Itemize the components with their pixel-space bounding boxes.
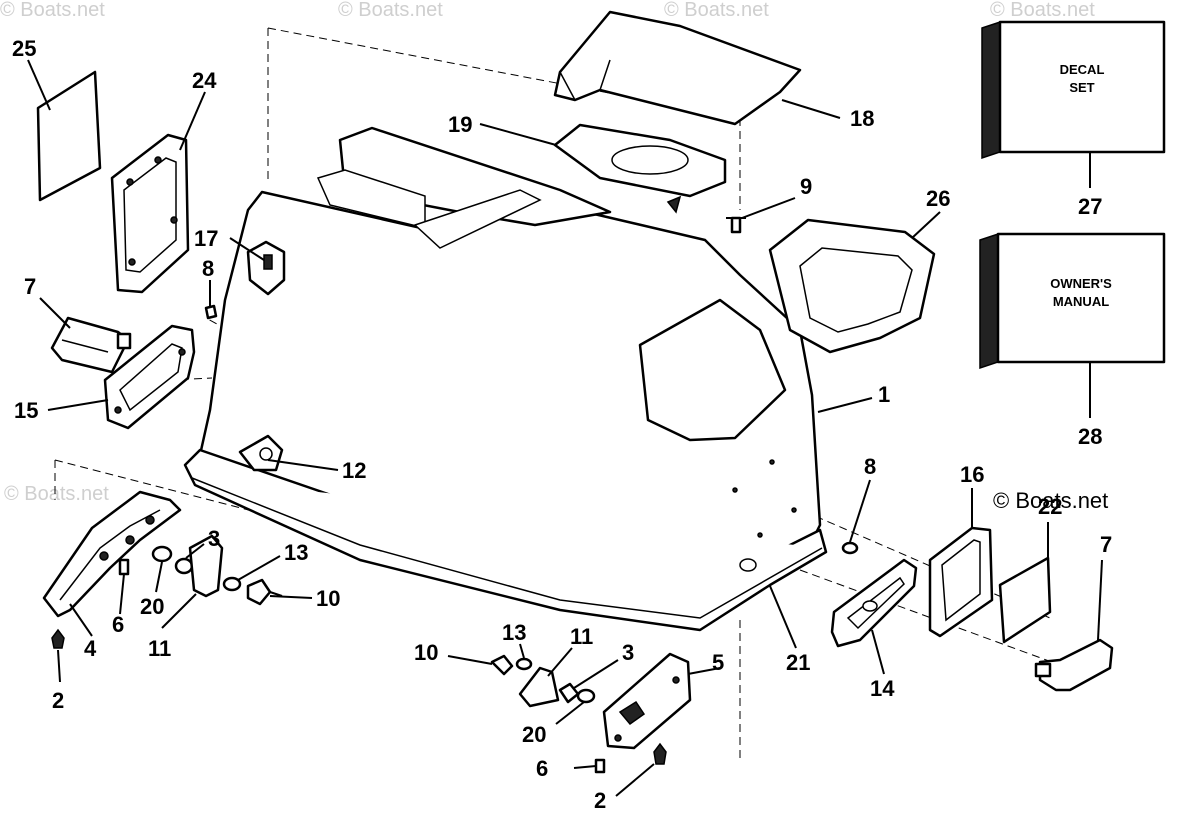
part-hood [183,126,828,632]
label-4: 4 [84,636,97,661]
part-washer-20a [151,545,173,563]
part-screw-9 [726,216,746,234]
part-seal-plate [553,123,727,214]
watermark: © Boats.net [0,0,105,21]
watermark: © Boats.net [4,483,109,505]
owners-manual-line1: OWNER'S [1050,276,1112,291]
part-top-cover [553,10,802,126]
part-handle-7a [50,316,132,374]
label-3: 3 [208,526,220,551]
owners-manual-line2: MANUAL [1053,294,1109,309]
label-17: 17 [194,226,218,251]
decal-set-line1: DECAL [1060,62,1105,77]
label-16: 16 [960,462,984,487]
label-21: 21 [786,650,810,675]
part-bolt-10b [490,654,514,676]
label-15: 15 [14,398,38,423]
part-bolt-10a [246,578,272,606]
part-decal-22 [998,556,1052,644]
part-stud-2a [51,628,65,649]
part-window-frame-26 [768,218,936,354]
label-18: 18 [850,106,874,131]
label-28: 28 [1078,424,1102,449]
label-7: 7 [24,274,36,299]
decal-set-box: DECAL SET [981,20,1166,160]
label-2: 2 [52,688,64,713]
label-22: 22 [1038,494,1062,519]
part-screw-6a [118,558,130,576]
label-19: 19 [448,112,472,137]
label-5: 5 [712,650,724,675]
watermark: © Boats.net [990,0,1095,21]
label-10: 10 [414,640,438,665]
label-25: 25 [12,36,36,61]
corner-watermark: © Boats.net [993,488,1108,513]
label-13: 13 [284,540,308,565]
watermark: © Boats.net [338,0,443,21]
watermark: © Boats.net [664,0,769,21]
part-pin-8a [204,304,218,320]
label-6: 6 [112,612,124,637]
label-6: 6 [536,756,548,781]
part-stud-2b [653,742,667,765]
part-latch-plate-14 [830,558,918,648]
label-20: 20 [140,594,164,619]
part-pivot-11a [188,534,224,598]
part-latch-plate-15 [103,324,196,430]
part-number-labels: 25 24 7 15 17 8 19 18 9 26 27 28 1 12 8 … [12,36,1112,813]
label-13: 13 [502,620,526,645]
part-decal-25 [36,70,102,202]
part-washer-3a [174,557,194,575]
part-gasket-16 [928,526,994,638]
label-10: 10 [316,586,340,611]
part-handle-7b [1034,638,1114,692]
part-pin-8b [841,541,859,555]
part-hinge-bracket-5 [602,652,692,750]
label-3: 3 [622,640,634,665]
label-8: 8 [202,256,214,281]
label-20: 20 [522,722,546,747]
decal-set-line2: SET [1069,80,1094,95]
label-1: 1 [878,382,890,407]
label-11: 11 [570,624,593,649]
part-washer-20b [576,688,596,704]
label-24: 24 [192,68,217,93]
label-2: 2 [594,788,606,813]
label-7: 7 [1100,532,1112,557]
leader-lines [27,59,1103,797]
label-8: 8 [864,454,876,479]
label-26: 26 [926,186,950,211]
label-27: 27 [1078,194,1102,219]
part-washer-13b [515,657,533,671]
label-11: 11 [148,636,171,661]
part-screw-6b [594,758,606,774]
part-window-frame-24 [110,133,190,294]
part-hinge-bracket-4 [42,490,182,618]
part-pivot-11b [518,666,560,708]
label-14: 14 [870,676,895,701]
part-washer-13a [222,576,242,592]
right-hinge-hardware [490,652,692,774]
left-hinge-hardware [51,534,283,649]
owners-manual-box: OWNER'S MANUAL [979,232,1166,370]
label-12: 12 [342,458,366,483]
label-9: 9 [800,174,812,199]
